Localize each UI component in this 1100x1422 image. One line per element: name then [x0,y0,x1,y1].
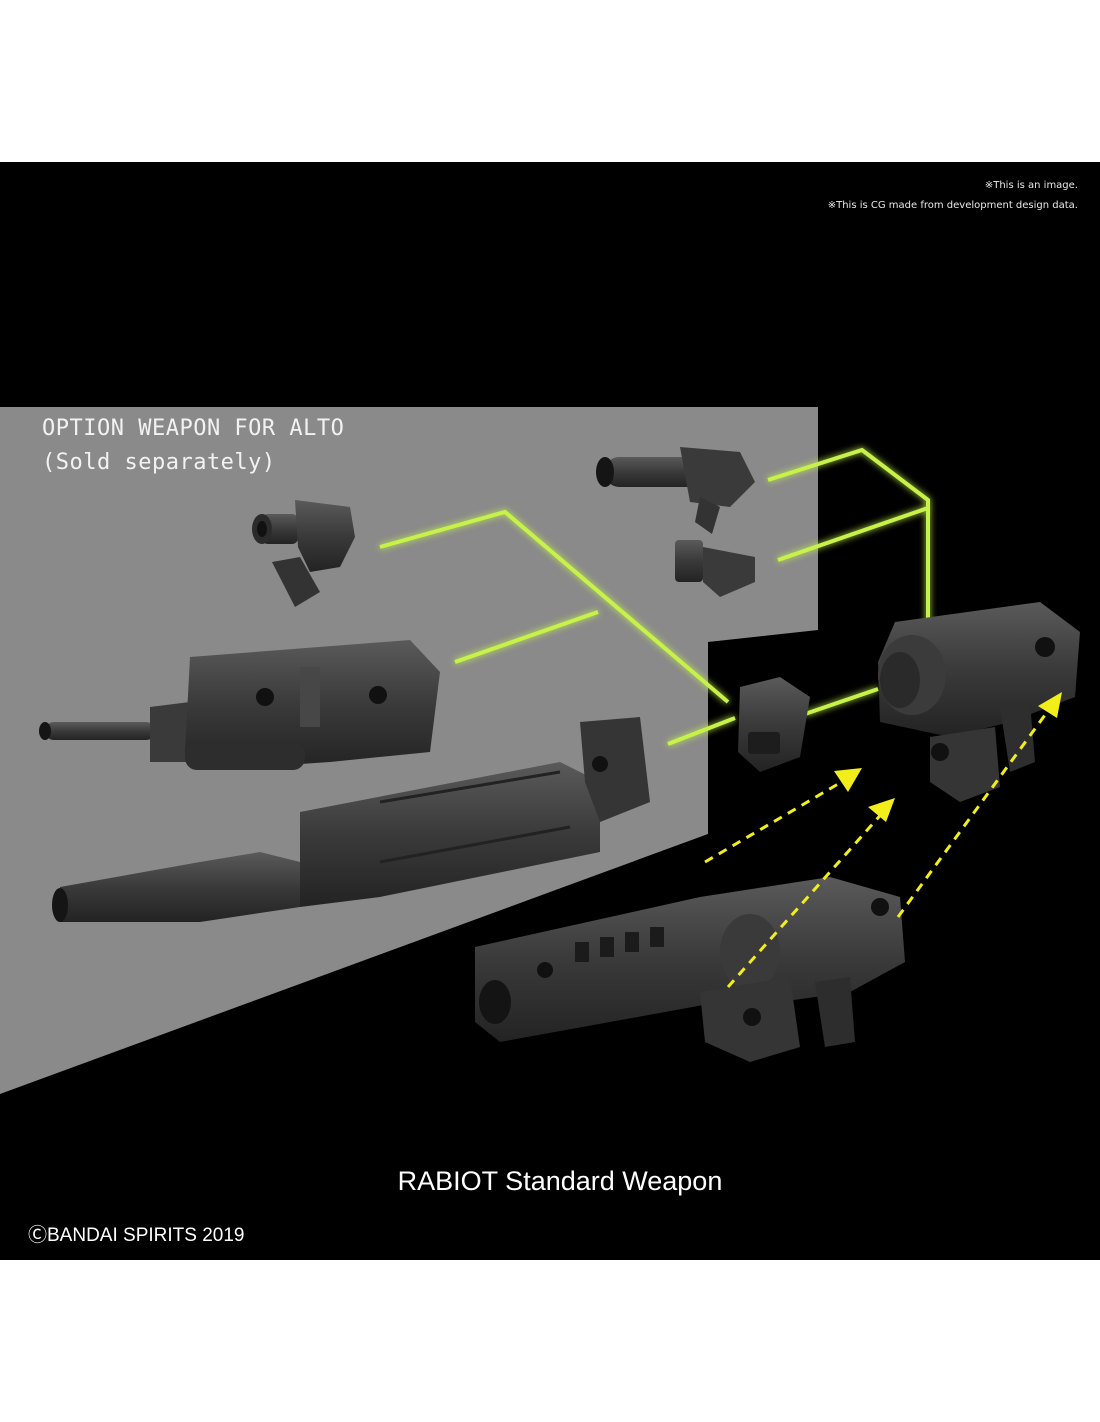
option-panel-title: OPTION WEAPON FOR ALTO [42,416,345,441]
copyright-notice: ⒸBANDAI SPIRITS 2019 [28,1225,245,1246]
rabiot-receiver [878,602,1080,802]
disclaimer-image: ※This is an image. [984,180,1078,191]
disclaimer-cg: ※This is CG made from development design… [827,200,1078,211]
weapon-part-mount [738,677,810,772]
weapon-part-rifle [39,640,440,770]
product-caption: RABIOT Standard Weapon [397,1166,723,1196]
assembly-arrows [704,703,1055,988]
rabiot-standard-weapon [475,877,905,1062]
weapon-part-cannon [52,717,650,922]
product-image: ※This is an image. ※This is CG made from… [0,162,1100,1260]
arrow-heads [834,692,1062,822]
option-panel-subtitle: (Sold separately) [42,450,276,475]
illustration [0,407,1080,1094]
weapon-part-clip [675,540,755,597]
weapon-part-sight [252,500,355,607]
weapon-part-scope [596,447,755,534]
connector-lines [379,447,930,746]
